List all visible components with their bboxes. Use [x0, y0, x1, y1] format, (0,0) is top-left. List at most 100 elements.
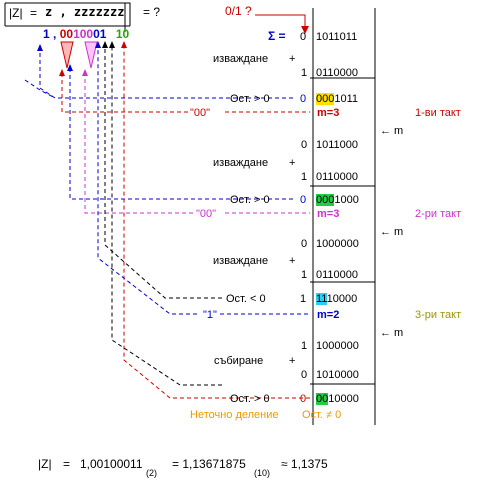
- op-bit-2: 1: [301, 171, 308, 183]
- add-bit: 0: [301, 369, 308, 381]
- quotient-bits-1: "00": [190, 107, 211, 119]
- add-label: събиране: [214, 355, 264, 367]
- sigma-value: 1011011: [316, 31, 358, 43]
- highlight-000: 000: [316, 93, 335, 105]
- bit-comma: ,: [53, 27, 57, 41]
- sum-value-2: 1011000: [316, 139, 359, 151]
- op-value-2: 0110000: [316, 171, 359, 183]
- result-bits: 1 , 0010001 10: [43, 28, 129, 40]
- add-value: 1010000: [316, 369, 359, 381]
- sum-bit-3: 0: [301, 238, 308, 250]
- red-arrowhead-1: [59, 69, 65, 76]
- blue-arrowhead-3: [95, 41, 101, 48]
- z-equals: =: [30, 6, 38, 20]
- blue-arrowhead-2: [67, 64, 73, 71]
- z-value: z , zzzzzzz: [45, 5, 125, 19]
- remainder-value-2: 0001000: [316, 194, 359, 206]
- subtract-label-3: изваждане: [213, 255, 269, 267]
- m-arrow-2: ← m: [380, 226, 404, 238]
- subtract-label-2: изваждане: [213, 157, 269, 169]
- plus-3: +: [289, 255, 296, 267]
- black-path-step4: [111, 45, 222, 386]
- remainder-rest-2: 1000: [334, 194, 359, 206]
- blue-arrowhead-1: [37, 44, 43, 51]
- remainder-bit-4: 0: [300, 393, 307, 405]
- bits-100: 100: [73, 27, 94, 41]
- quotient-bits-2: "00": [196, 208, 217, 220]
- remainder-rest-4: 10000: [328, 393, 359, 405]
- tact-1: 1-ви такт: [415, 107, 461, 119]
- overflow-arrowhead: [301, 26, 309, 34]
- footer-eq: =: [63, 457, 71, 471]
- magenta-triangle: [84, 41, 98, 69]
- footer-z-abs: |Z|: [38, 457, 52, 471]
- black-arrowhead-2: [109, 41, 115, 48]
- op-bit-3: 1: [301, 269, 308, 281]
- footer-binary: 1,00100011: [80, 457, 143, 471]
- sum-bit-2: 0: [301, 139, 308, 151]
- m-arrow-3: ← m: [380, 327, 404, 339]
- z-abs-label: |Z|: [9, 6, 23, 20]
- footer-decimal: = 1,13671875: [172, 457, 246, 471]
- black-arrowhead-1: [102, 41, 108, 48]
- highlight-green-000: 000: [316, 194, 335, 206]
- remainder-rest-1: 1011: [334, 93, 359, 105]
- plus-1: +: [289, 53, 296, 65]
- sum-bit-4: 1: [301, 340, 308, 352]
- op-value-3: 0110000: [316, 269, 359, 281]
- remainder-label-4: Ост. > 0: [230, 393, 270, 405]
- bits-10: 10: [115, 27, 130, 41]
- magenta-arrowhead: [82, 69, 88, 76]
- bits-00: 00: [59, 27, 74, 41]
- remainder-rest-3: 10000: [326, 293, 358, 305]
- blue-path-3: [24, 79, 56, 99]
- plus-2: +: [289, 157, 296, 169]
- m-arrow-1: ← m: [380, 125, 404, 137]
- remainder-bit-1: 0: [300, 93, 307, 105]
- footer-sub2: (2): [146, 468, 157, 478]
- highlight-green-00: 00: [316, 393, 329, 405]
- overflow-question: 0/1 ?: [225, 4, 252, 18]
- remainder-value-4: 0010000: [316, 393, 359, 405]
- subtract-label-1: изваждане: [213, 53, 269, 65]
- sum-value-4: 1000000: [316, 340, 359, 352]
- plus-4: +: [289, 355, 296, 367]
- remainder-bit-2: 0: [300, 194, 307, 206]
- sigma-label: Σ =: [268, 29, 286, 43]
- magenta-path-step2: [84, 72, 193, 214]
- blue-path-step2: [69, 68, 293, 200]
- op-bit-1: 1: [301, 67, 308, 79]
- blue-path-step3: [97, 45, 197, 315]
- tact-3: 3-ри такт: [415, 309, 462, 321]
- op-value-1: 0110000: [316, 67, 359, 79]
- remainder-label-3: Ост. < 0: [226, 293, 266, 305]
- m-value-2: m=3: [317, 208, 340, 220]
- m-value-3: m=2: [317, 309, 340, 321]
- black-path-step3: [104, 45, 222, 299]
- footer-sub10: (10): [254, 468, 271, 478]
- sigma-bit: 0: [300, 31, 307, 43]
- eq-question: = ?: [143, 5, 161, 19]
- remainder-value-3: 1110000: [316, 293, 357, 305]
- z-box: [4, 2, 131, 26]
- quotient-bits-3: "1": [203, 309, 217, 321]
- remainder-bit-3: 1: [300, 293, 307, 305]
- blue-path-1: [39, 47, 293, 99]
- bits-01: 01: [93, 27, 107, 41]
- remainder-not-zero: Ост. ≠ 0: [302, 409, 342, 421]
- red-arrowhead-2: [121, 41, 127, 48]
- tact-2: 2-ри такт: [415, 208, 462, 220]
- m-value-1: m=3: [317, 107, 340, 119]
- red-path-step4: [123, 45, 310, 399]
- footer-approx: ≈ 1,1375: [281, 457, 328, 471]
- overflow-arrow: [255, 14, 306, 30]
- sum-value-3: 1000000: [316, 238, 359, 250]
- remainder-label-2: Ост. > 0: [230, 194, 270, 206]
- inexact-division: Неточно деление: [190, 409, 279, 421]
- bit-1: 1: [43, 27, 50, 41]
- red-triangle: [60, 41, 74, 69]
- red-path-1: [61, 72, 188, 113]
- highlight-cyan-11: 11: [316, 293, 327, 305]
- remainder-value-1: 0001011: [316, 93, 358, 105]
